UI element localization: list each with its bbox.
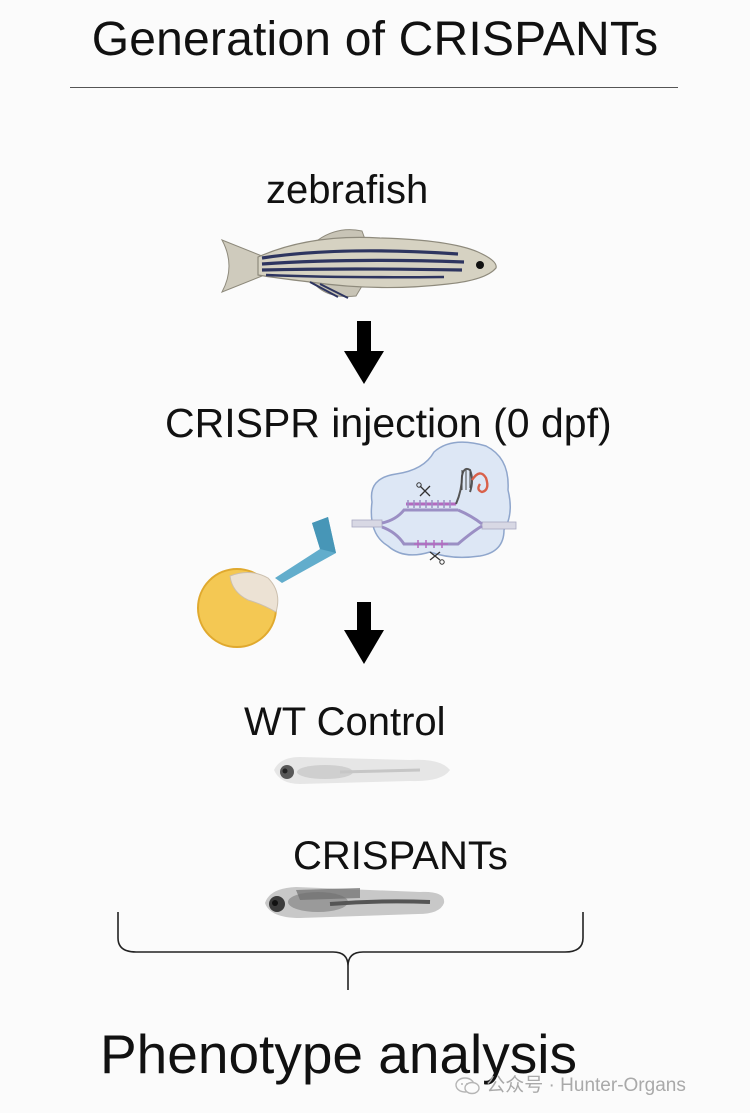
watermark: 公众号 · Hunter-Organs [455, 1070, 686, 1097]
watermark-text: 公众号 · Hunter-Organs [486, 1075, 686, 1096]
down-arrow-icon [344, 602, 384, 664]
injection-needle-icon [275, 517, 336, 583]
zebrafish-label: zebrafish [266, 168, 429, 212]
phenotype-analysis-label: Phenotype analysis [100, 1023, 577, 1085]
wt-control-label: WT Control [244, 700, 446, 744]
grouping-brace [117, 912, 584, 990]
title-divider [70, 87, 678, 88]
embryo-icon [197, 568, 279, 648]
diagram-title: Generation of CRISPANTs [91, 13, 659, 66]
adult-zebrafish-icon [220, 229, 497, 299]
crispant-larva-icon [265, 887, 445, 918]
cas9-grna-complex-icon [351, 441, 517, 565]
wt-larva-icon [274, 757, 450, 784]
down-arrow-icon [344, 321, 384, 384]
crispants-label: CRISPANTs [293, 834, 508, 878]
crispr-injection-label: CRISPR injection (0 dpf) [165, 400, 612, 446]
wechat-icon [455, 1077, 480, 1095]
